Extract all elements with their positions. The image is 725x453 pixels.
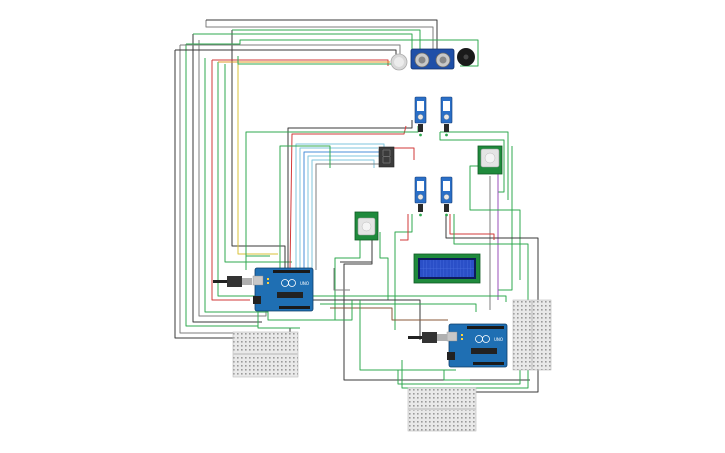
wires-layer <box>174 19 539 393</box>
wire <box>192 34 262 323</box>
wire <box>180 44 401 54</box>
wire <box>193 33 413 55</box>
wire <box>440 131 509 200</box>
wire <box>359 300 456 371</box>
breadboard-mini-2 <box>407 387 477 432</box>
wire <box>237 56 278 255</box>
wire <box>295 143 385 270</box>
wire <box>224 64 292 263</box>
board-label: UNO <box>300 281 309 286</box>
pir-sensor-2 <box>354 211 379 241</box>
wire <box>303 151 381 270</box>
piezo-buzzer <box>457 48 475 66</box>
wire <box>498 146 513 291</box>
wire <box>310 299 421 340</box>
wire <box>443 370 470 381</box>
wire <box>330 307 448 321</box>
seven-segment-display <box>378 146 395 168</box>
usb-cable-2 <box>408 332 447 343</box>
wire <box>289 125 407 271</box>
wire <box>232 29 421 54</box>
wire <box>217 62 255 297</box>
wire <box>343 232 530 381</box>
wire <box>469 165 521 280</box>
pir-sensor-1 <box>477 145 503 175</box>
breadboard-mini-1 <box>232 331 299 378</box>
breadboard-mini-3 <box>512 299 552 371</box>
wire <box>299 147 378 270</box>
wire <box>205 20 434 56</box>
arduino-uno-2: UNO <box>446 323 508 368</box>
wire <box>175 49 397 58</box>
wire <box>394 214 413 330</box>
servo-4 <box>440 176 453 217</box>
photoresistor <box>390 53 408 71</box>
board-label: UNO <box>494 337 503 342</box>
wire <box>333 268 350 291</box>
wire <box>257 312 300 329</box>
wire <box>320 303 477 312</box>
lcd-16x2 <box>413 253 481 284</box>
wire <box>204 58 268 313</box>
arduino-uno-1: UNO <box>252 267 314 312</box>
usb-cable-1 <box>213 276 252 287</box>
arduino-logo-icon <box>281 279 296 287</box>
servo-3 <box>414 176 427 217</box>
ultrasonic-sensor <box>410 48 455 70</box>
wire <box>392 147 415 160</box>
wire <box>186 39 479 67</box>
wire <box>453 214 529 320</box>
wire <box>245 132 270 257</box>
wire <box>307 155 393 270</box>
wire <box>397 366 521 385</box>
servo-1 <box>414 96 427 137</box>
wire <box>400 214 409 241</box>
wire <box>279 145 331 270</box>
arduino-logo-icon <box>475 335 490 343</box>
wire <box>379 232 389 300</box>
wire <box>334 240 361 320</box>
wire <box>231 30 286 268</box>
wire <box>449 214 495 240</box>
wire <box>315 163 392 270</box>
wire <box>287 120 413 268</box>
servo-2 <box>440 96 453 137</box>
wire <box>439 132 505 193</box>
wire <box>211 60 250 301</box>
wire <box>300 295 507 302</box>
